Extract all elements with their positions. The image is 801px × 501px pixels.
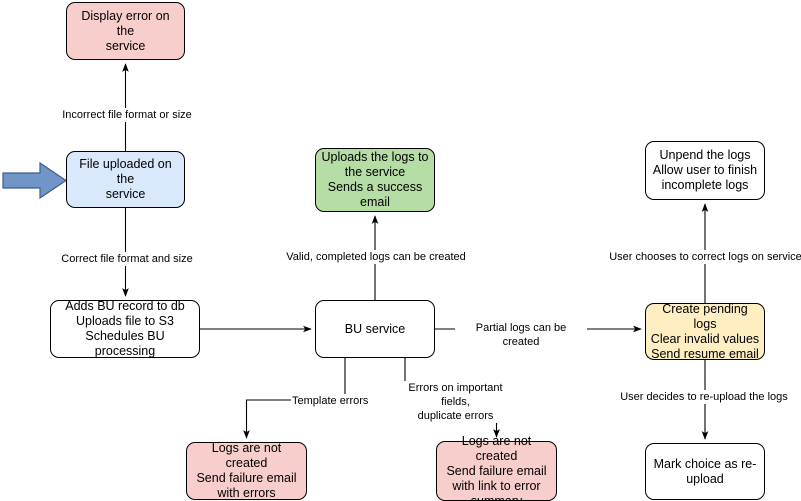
node-unpend-logs[interactable]: Unpend the logs Allow user to finish inc…	[645, 141, 765, 200]
node-bu-service[interactable]: BU service	[315, 300, 435, 358]
node-display-error[interactable]: Display error on the service	[66, 2, 185, 60]
edge-label-user-corrects-logs: User chooses to correct logs on service	[608, 250, 801, 264]
node-logs-not-created-template[interactable]: Logs are not created Send failure email …	[186, 441, 307, 500]
node-adds-bu-record[interactable]: Adds BU record to db Uploads file to S3 …	[50, 299, 200, 358]
edge-label-partial-logs: Partial logs can be created	[455, 321, 587, 349]
edge-label-template-errors: Template errors	[291, 394, 377, 408]
edge-label-incorrect-format: Incorrect file format or size	[58, 108, 196, 122]
node-uploads-logs[interactable]: Uploads the logs to the service Sends a …	[315, 148, 435, 212]
edge-label-correct-format: Correct file format and size	[58, 252, 196, 266]
node-file-uploaded[interactable]: File uploaded on the service	[66, 151, 185, 208]
node-mark-choice-reupload[interactable]: Mark choice as re- upload	[645, 443, 765, 500]
edge-label-user-reuploads-logs: User decides to re-upload the logs	[618, 390, 790, 404]
edge-label-errors-important-fields: Errors on important fields, duplicate er…	[392, 381, 519, 423]
node-create-pending-logs[interactable]: Create pending logs Clear invalid values…	[645, 302, 765, 361]
edge-label-valid-completed-logs: Valid, completed logs can be created	[285, 250, 467, 264]
entry-arrow	[2, 161, 68, 200]
node-logs-not-created-summary[interactable]: Logs are not created Send failure email …	[436, 434, 557, 501]
